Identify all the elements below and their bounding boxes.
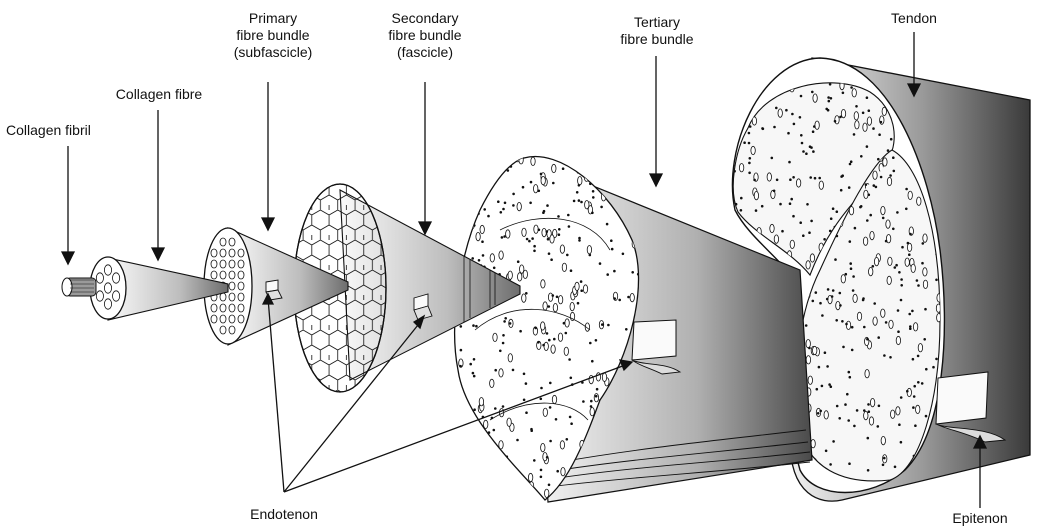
label-secondary-fibre-bundle: Secondary fibre bundle (fascicle) bbox=[370, 10, 480, 61]
label-primary-line2: fibre bundle bbox=[218, 27, 328, 44]
label-secondary-line1: Secondary bbox=[370, 10, 480, 27]
collagen-fibril bbox=[62, 278, 96, 296]
label-endotenon: Endotenon bbox=[224, 506, 344, 523]
label-collagen-fibre: Collagen fibre bbox=[94, 86, 224, 103]
label-collagen-fibril: Collagen fibril bbox=[6, 122, 136, 139]
label-secondary-line3: (fascicle) bbox=[370, 44, 480, 61]
label-primary-line3: (subfascicle) bbox=[218, 44, 328, 61]
label-endotenon-text: Endotenon bbox=[224, 506, 344, 523]
label-collagen-fibre-text: Collagen fibre bbox=[94, 86, 224, 103]
label-tertiary-fibre-bundle: Tertiary fibre bundle bbox=[602, 14, 712, 48]
label-primary-fibre-bundle: Primary fibre bundle (subfascicle) bbox=[218, 10, 328, 61]
label-epitenon: Epitenon bbox=[930, 510, 1030, 527]
label-tertiary-line2: fibre bundle bbox=[602, 31, 712, 48]
label-secondary-line2: fibre bundle bbox=[370, 27, 480, 44]
label-primary-line1: Primary bbox=[218, 10, 328, 27]
label-collagen-fibril-text: Collagen fibril bbox=[6, 122, 136, 139]
label-tendon-text: Tendon bbox=[864, 10, 964, 27]
label-tertiary-line1: Tertiary bbox=[602, 14, 712, 31]
label-epitenon-text: Epitenon bbox=[930, 510, 1030, 527]
label-tendon: Tendon bbox=[864, 10, 964, 27]
